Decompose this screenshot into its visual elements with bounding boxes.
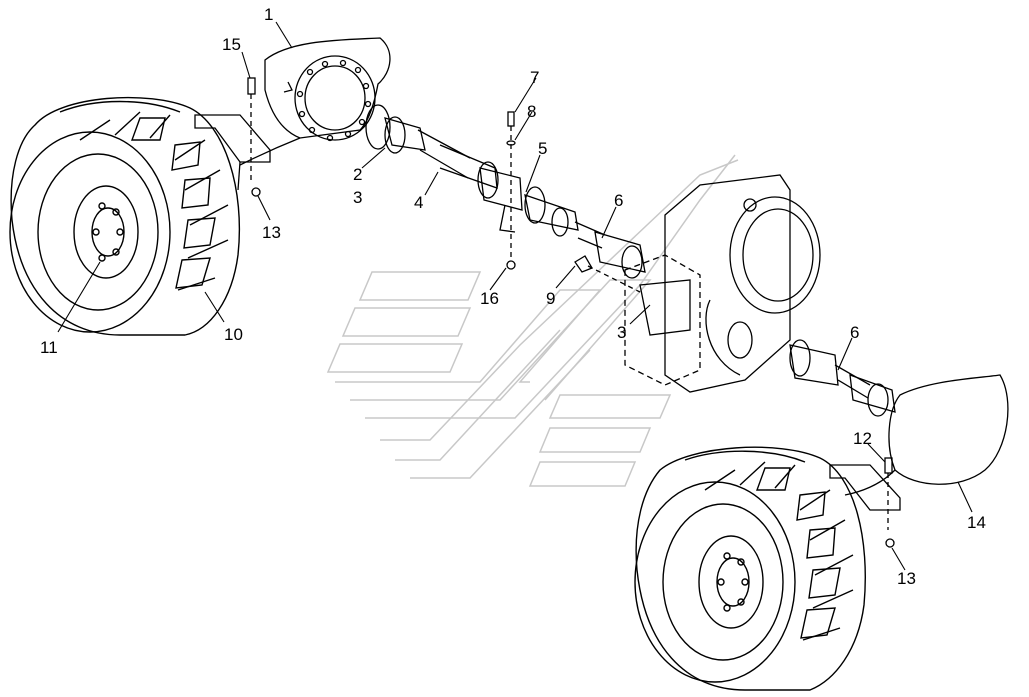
callout-3: 3 — [353, 188, 362, 207]
bolt-9 — [574, 255, 593, 273]
bolt-7 — [507, 111, 515, 127]
washer-8 — [506, 140, 516, 146]
callout-4: 4 — [414, 193, 423, 212]
callouts: 1 15 13 11 10 2 3 4 7 8 5 6 16 9 3 6 12 … — [40, 5, 986, 588]
rear-tire — [635, 446, 866, 691]
callout-15: 15 — [222, 35, 241, 54]
callout-2: 2 — [353, 165, 362, 184]
front-tire — [10, 96, 241, 336]
rear-drive-shaft — [789, 339, 896, 417]
callout-6: 6 — [614, 191, 623, 210]
front-drive-shaft — [365, 104, 579, 237]
rear-wheel-rim — [634, 481, 796, 683]
callout-12: 12 — [853, 429, 872, 448]
callout-11: 11 — [40, 338, 58, 357]
rear-mount-bracket — [829, 457, 901, 548]
front-axle-housing — [239, 37, 391, 166]
callout-6-second: 6 — [850, 323, 859, 342]
callout-10: 10 — [224, 325, 243, 344]
callout-16: 16 — [480, 289, 499, 308]
callout-8: 8 — [527, 102, 536, 121]
callout-13: 13 — [262, 223, 281, 242]
front-mount-bracket — [194, 77, 271, 197]
callout-1: 1 — [264, 5, 273, 24]
callout-9: 9 — [546, 289, 555, 308]
callout-14: 14 — [967, 513, 986, 532]
fasteners — [506, 111, 641, 293]
callout-5: 5 — [538, 139, 547, 158]
middle-drive-shaft — [574, 221, 646, 279]
callout-3-second: 3 — [617, 323, 626, 342]
nut-16 — [506, 260, 516, 270]
callout-13-second: 13 — [897, 569, 916, 588]
transmission — [624, 174, 821, 393]
front-wheel-rim — [9, 131, 171, 333]
leader-lines — [57, 21, 973, 571]
callout-7: 7 — [530, 68, 539, 87]
